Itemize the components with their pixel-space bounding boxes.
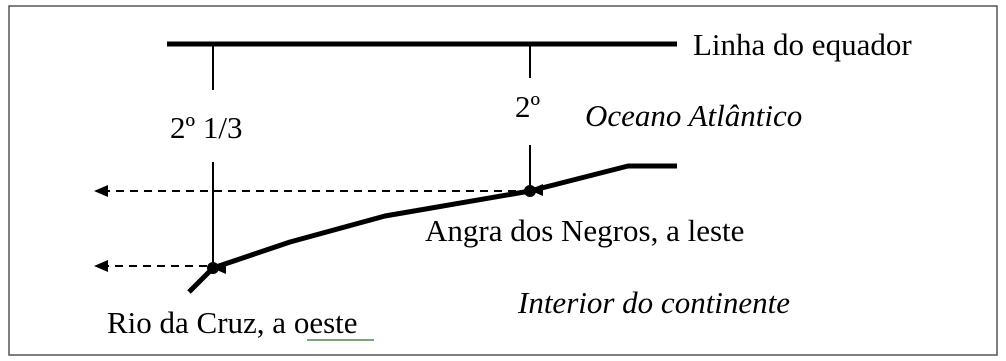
- arrowhead-left-west: [94, 260, 108, 272]
- continent-label: Interior do continente: [517, 285, 790, 320]
- latitude-label-east: 2º: [515, 89, 541, 124]
- ocean-label: Oceano Atlântico: [585, 98, 802, 133]
- point-label-east: Angra dos Negros, a leste: [425, 213, 744, 248]
- point-label-west-prefix: Rio da Cruz, a: [107, 305, 294, 340]
- latitude-label-west: 2º 1/3: [170, 110, 242, 145]
- point-label-west: Rio da Cruz, a oeste: [107, 305, 358, 340]
- equator-label: Linha do equador: [693, 27, 912, 62]
- arrowhead-left-east: [94, 185, 108, 197]
- point-rio-da-cruz: [207, 262, 219, 274]
- diagram-frame: [8, 5, 998, 356]
- point-label-west-word: oeste: [294, 305, 358, 340]
